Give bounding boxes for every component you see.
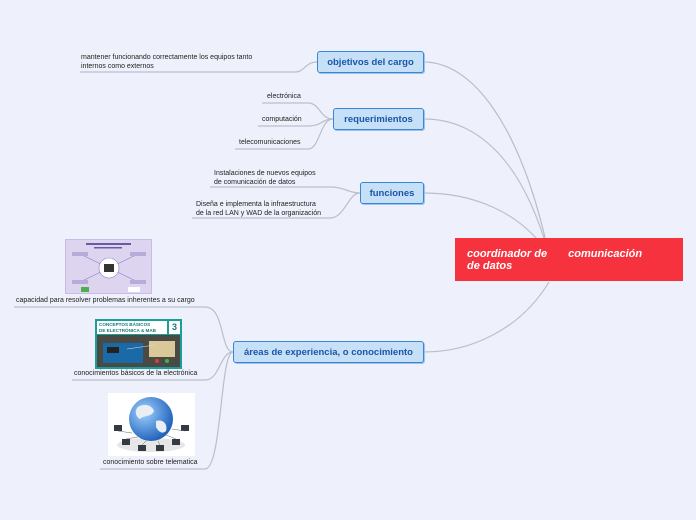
leaf-disena-line-1: Diseña e implementa la infraestructura xyxy=(196,201,316,208)
central-topic-text-1: coordinador de xyxy=(467,248,548,260)
leaf-instalaciones-line-2: de comunicación de datos xyxy=(214,178,296,186)
course-card-title: CONCEPTOS BÁSICOS DE ELECTRÓNICA & MAB xyxy=(97,321,167,334)
electronics-course-image: CONCEPTOS BÁSICOS DE ELECTRÓNICA & MAB 3 xyxy=(95,319,182,369)
leaf-telecomunicaciones[interactable]: telecomunicaciones xyxy=(239,139,301,146)
topic-funciones-label: funciones xyxy=(369,187,415,199)
leaf-objetivos[interactable]: mantener funcionando correctamente los e… xyxy=(81,54,252,71)
infographic-image xyxy=(65,239,152,294)
topic-funciones[interactable]: funciones xyxy=(360,182,424,204)
topic-areas-label: áreas de experiencia, o conocimiento xyxy=(244,346,413,358)
globe-network-image xyxy=(108,393,195,456)
leaf-computacion[interactable]: computación xyxy=(262,116,302,123)
topic-requerimientos-label: requerimientos xyxy=(344,113,413,125)
leaf-electronica[interactable]: electrónica xyxy=(267,93,301,100)
course-card-title-line-1: CONCEPTOS BÁSICOS xyxy=(99,322,151,327)
course-card-number: 3 xyxy=(169,321,180,334)
leaf-objetivos-line-1: mantener funcionando correctamente los e… xyxy=(81,54,253,61)
leaf-disena[interactable]: Diseña e implementa la infraestructura d… xyxy=(196,201,321,218)
topic-objetivos[interactable]: objetivos del cargo xyxy=(317,51,424,73)
leaf-disena-line-2: de la red LAN y WAD de la organización xyxy=(196,209,322,217)
leaf-capacidad[interactable]: capacidad para resolver problemas inhere… xyxy=(16,297,195,304)
course-card-title-line-2: DE ELECTRÓNICA & MAB xyxy=(99,327,156,333)
central-topic[interactable]: coordinador de comunicación de datos xyxy=(455,238,683,281)
topic-objetivos-label: objetivos del cargo xyxy=(327,56,414,68)
leaf-instalaciones-line-1: Instalaciones de nuevos equipos xyxy=(214,170,316,177)
central-topic-text-3: de datos xyxy=(467,260,513,272)
topic-requerimientos[interactable]: requerimientos xyxy=(333,108,424,130)
leaf-telematica[interactable]: conocimiento sobre telematica xyxy=(103,459,198,466)
leaf-objetivos-line-2: internos como externos xyxy=(81,62,154,70)
central-topic-text-2: comunicación xyxy=(568,248,643,260)
topic-areas[interactable]: áreas de experiencia, o conocimiento xyxy=(233,341,424,363)
leaf-conocimientos-electronica[interactable]: conocimientos básicos de la electrónica xyxy=(74,370,198,377)
leaf-instalaciones[interactable]: Instalaciones de nuevos equipos de comun… xyxy=(214,170,316,187)
